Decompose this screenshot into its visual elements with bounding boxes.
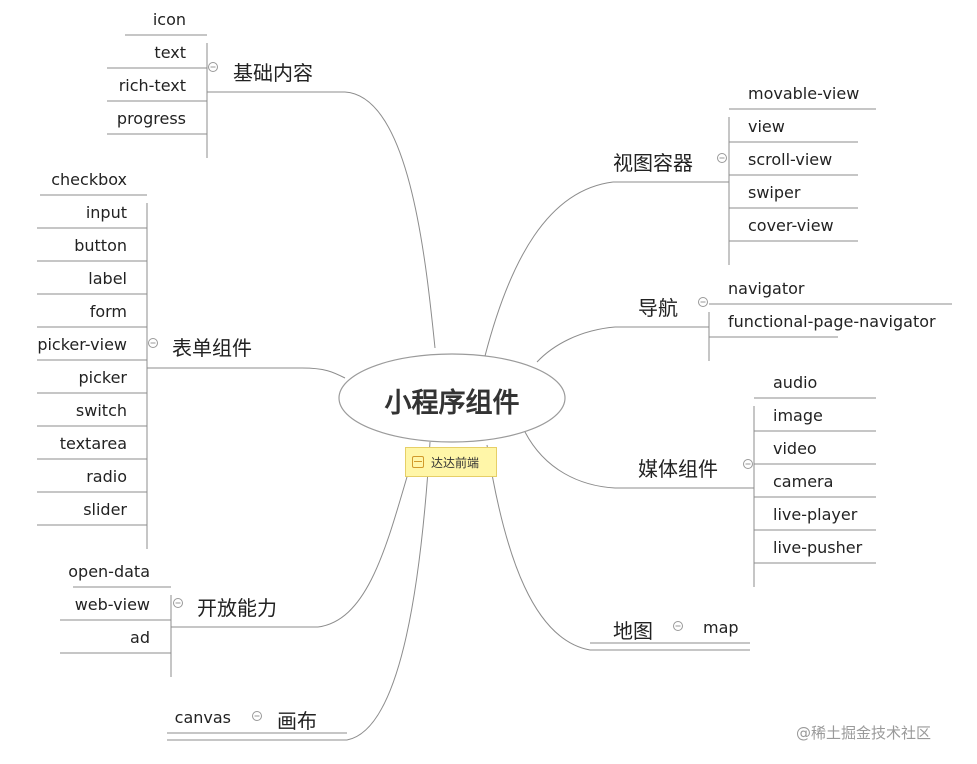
branch-basic-connector <box>344 91 436 349</box>
leaf-live-pusher: live-pusher <box>773 538 863 557</box>
root-title: 小程序组件 <box>384 388 520 419</box>
leaf-movable-view: movable-view <box>748 84 860 103</box>
leaf-picker-view: picker-view <box>37 335 127 354</box>
leaf-scroll-view: scroll-view <box>748 150 833 169</box>
sticker-label: 达达前端 <box>431 455 480 470</box>
leaf-canvas: canvas <box>174 708 231 727</box>
leaf-picker: picker <box>78 368 127 387</box>
branch-view-connector <box>484 181 614 357</box>
branch-form-label: 表单组件 <box>172 336 252 360</box>
branch-map-connector <box>486 444 591 651</box>
branch-canvas-connector <box>346 441 431 741</box>
leaf-view: view <box>748 117 785 136</box>
leaf-textarea: textarea <box>59 434 127 453</box>
leaf-switch: switch <box>75 401 127 420</box>
branch-open-label: 开放能力 <box>197 596 277 620</box>
leaf-rich-text: rich-text <box>118 76 186 95</box>
branch-canvas-label: 画布 <box>277 709 317 733</box>
leaf-radio: radio <box>86 467 127 486</box>
branch-nav-label: 导航 <box>638 296 678 320</box>
branch-map-label: 地图 <box>613 619 653 643</box>
branch-basic-label: 基础内容 <box>233 61 313 85</box>
leaf-camera: camera <box>773 472 834 491</box>
leaf-label: label <box>88 269 127 288</box>
leaf-video: video <box>773 439 817 458</box>
leaf-text: text <box>154 43 186 62</box>
branch-media-connector <box>524 431 616 489</box>
leaf-slider: slider <box>83 500 127 519</box>
leaf-image: image <box>773 406 823 425</box>
leaf-functional-page-navigator: functional-page-navigator <box>728 312 936 331</box>
leaf-cover-view: cover-view <box>748 216 834 235</box>
leaf-open-data: open-data <box>68 562 150 581</box>
branch-open-connector <box>317 459 413 628</box>
branch-nav-connector <box>536 326 616 363</box>
leaf-swiper: swiper <box>748 183 801 202</box>
leaf-progress: progress <box>116 109 186 128</box>
author-sticker: 达达前端 <box>405 447 497 477</box>
leaf-live-player: live-player <box>773 505 858 524</box>
branch-form-connector <box>301 367 346 379</box>
watermark: @稀土掘金技术社区 <box>796 724 932 742</box>
leaf-button: button <box>74 236 127 255</box>
branch-media-label: 媒体组件 <box>638 457 718 481</box>
leaf-input: input <box>85 203 127 222</box>
leaf-map: map <box>703 618 739 637</box>
note-icon <box>412 456 424 468</box>
leaf-web-view: web-view <box>74 595 150 614</box>
leaf-form: form <box>89 302 127 321</box>
branch-view-label: 视图容器 <box>613 151 693 175</box>
root-node <box>338 353 566 443</box>
leaf-audio: audio <box>773 373 818 392</box>
leaf-icon: icon <box>152 10 186 29</box>
leaf-checkbox: checkbox <box>51 170 127 189</box>
leaf-ad: ad <box>130 628 150 647</box>
leaf-navigator: navigator <box>728 279 805 298</box>
